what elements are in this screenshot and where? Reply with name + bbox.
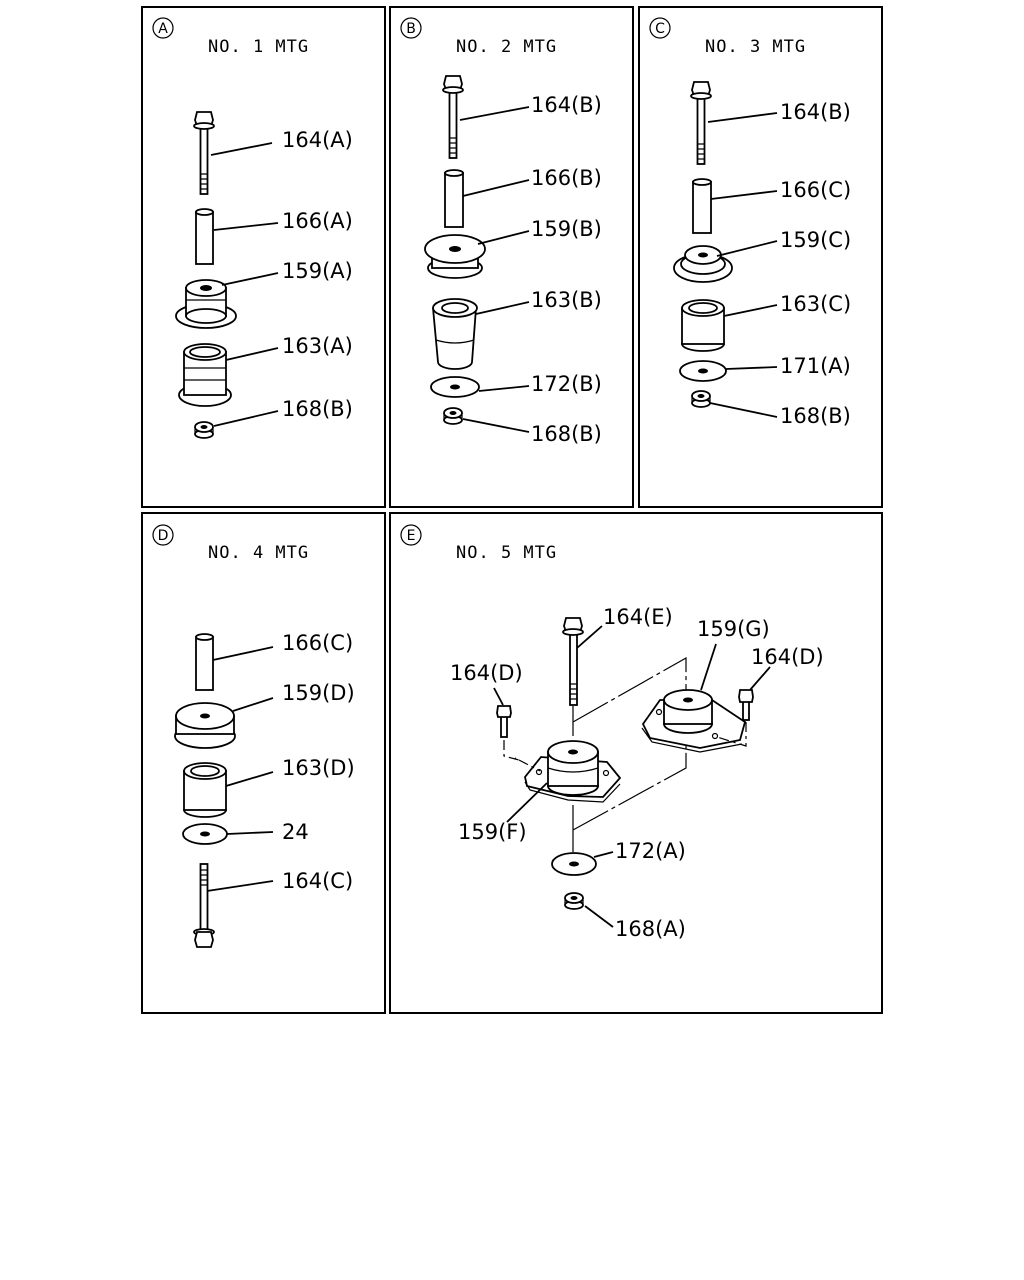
panel-e-header: E NO. 5 MTG xyxy=(400,524,557,563)
callout-label: 168(A) xyxy=(615,917,686,941)
bolt-part xyxy=(193,863,215,948)
callout-label: 159(C) xyxy=(780,228,851,252)
sleeve-part xyxy=(195,208,214,265)
left-mount-part xyxy=(524,740,622,803)
upper-bushing-part xyxy=(174,702,236,749)
lower-bushing-part xyxy=(432,298,478,370)
small-bolt-right xyxy=(716,689,754,747)
callout-label: 172(A) xyxy=(615,839,686,863)
right-mount-part xyxy=(641,689,747,753)
callout-label: 159(D) xyxy=(282,681,355,705)
panel-a-header: A NO. 1 MTG xyxy=(152,17,309,57)
callout-label: 163(C) xyxy=(780,292,851,316)
lower-bushing-part xyxy=(178,343,232,407)
panel-letter: A xyxy=(158,21,168,37)
panel-title: NO. 5 MTG xyxy=(456,543,557,563)
callout-label: 164(E) xyxy=(603,605,673,629)
callout-label: 166(C) xyxy=(780,178,851,202)
panel-letter: C xyxy=(655,21,665,37)
lower-bushing-part xyxy=(681,299,725,352)
nut-part xyxy=(691,390,711,408)
panel-e-parts: 164(E) 159(G) 164(D) 164(D) 159(F) 172(A… xyxy=(450,605,824,941)
panel-d-parts: 166(C) 159(D) 163(D) 24 164(C) xyxy=(174,631,355,948)
sleeve-part xyxy=(692,178,712,234)
panel-letter: B xyxy=(406,21,416,37)
callout-label: 168(B) xyxy=(780,404,851,428)
callout-label: 163(B) xyxy=(531,288,602,312)
panel-c-frame xyxy=(638,6,883,508)
callout-label: 166(A) xyxy=(282,209,353,233)
callout-label: 164(D) xyxy=(450,661,523,685)
small-bolt-left xyxy=(496,705,541,772)
callout-label: 159(B) xyxy=(531,217,602,241)
panel-title: NO. 1 MTG xyxy=(208,37,309,57)
callout-label: 164(C) xyxy=(282,869,353,893)
nut-part xyxy=(564,892,584,910)
callout-label: 163(D) xyxy=(282,756,355,780)
panel-b-header: B NO. 2 MTG xyxy=(400,17,557,57)
panel-a-parts: 164(A) 166(A) 159(A) 163(A) 168(B) xyxy=(175,111,353,439)
panel-title: NO. 3 MTG xyxy=(705,37,806,57)
washer-part xyxy=(551,852,597,876)
upper-bushing-part xyxy=(175,279,237,329)
callout-label: 159(A) xyxy=(282,259,353,283)
panel-b-parts: 164(B) 166(B) 159(B) 163(B) 172(B) 168(B… xyxy=(424,75,602,446)
lower-bushing-part xyxy=(183,762,227,818)
callout-label: 159(G) xyxy=(697,617,770,641)
callout-label: 171(A) xyxy=(780,354,851,378)
washer-part xyxy=(430,376,480,398)
upper-bushing-part xyxy=(424,234,486,279)
panel-d-frame xyxy=(141,512,386,1014)
callout-label: 24 xyxy=(282,820,309,844)
panel-c-header: C NO. 3 MTG xyxy=(649,17,806,57)
washer-part xyxy=(182,823,228,845)
panel-title: NO. 4 MTG xyxy=(208,543,309,563)
callout-label: 168(B) xyxy=(531,422,602,446)
callout-label: 159(F) xyxy=(458,820,527,844)
callout-label: 166(B) xyxy=(531,166,602,190)
panel-letter: E xyxy=(407,528,416,544)
callout-label: 164(B) xyxy=(531,93,602,117)
callout-label: 166(C) xyxy=(282,631,353,655)
washer-part xyxy=(679,360,727,382)
callout-label: 168(B) xyxy=(282,397,353,421)
callout-label: 164(A) xyxy=(282,128,353,152)
panel-c-parts: 164(B) 166(C) 159(C) 163(C) 171(A) 168(B… xyxy=(673,81,851,428)
panel-letter: D xyxy=(158,528,169,544)
bolt-part xyxy=(690,81,712,165)
bolt-part xyxy=(562,617,584,706)
nut-part xyxy=(443,407,463,425)
panel-a-frame xyxy=(141,6,386,508)
callout-label: 164(D) xyxy=(751,645,824,669)
sleeve-part xyxy=(195,633,214,691)
panel-title: NO. 2 MTG xyxy=(456,37,557,57)
panel-b-frame xyxy=(389,6,634,508)
upper-bushing-part xyxy=(673,245,733,283)
callout-label: 164(B) xyxy=(780,100,851,124)
bolt-part xyxy=(442,75,464,159)
nut-part xyxy=(194,421,214,439)
callout-label: 163(A) xyxy=(282,334,353,358)
bolt-part xyxy=(193,111,215,195)
callout-label: 172(B) xyxy=(531,372,602,396)
panel-d-header: D NO. 4 MTG xyxy=(152,524,309,563)
panel-e-frame xyxy=(389,512,883,1014)
sleeve-part xyxy=(444,169,464,228)
